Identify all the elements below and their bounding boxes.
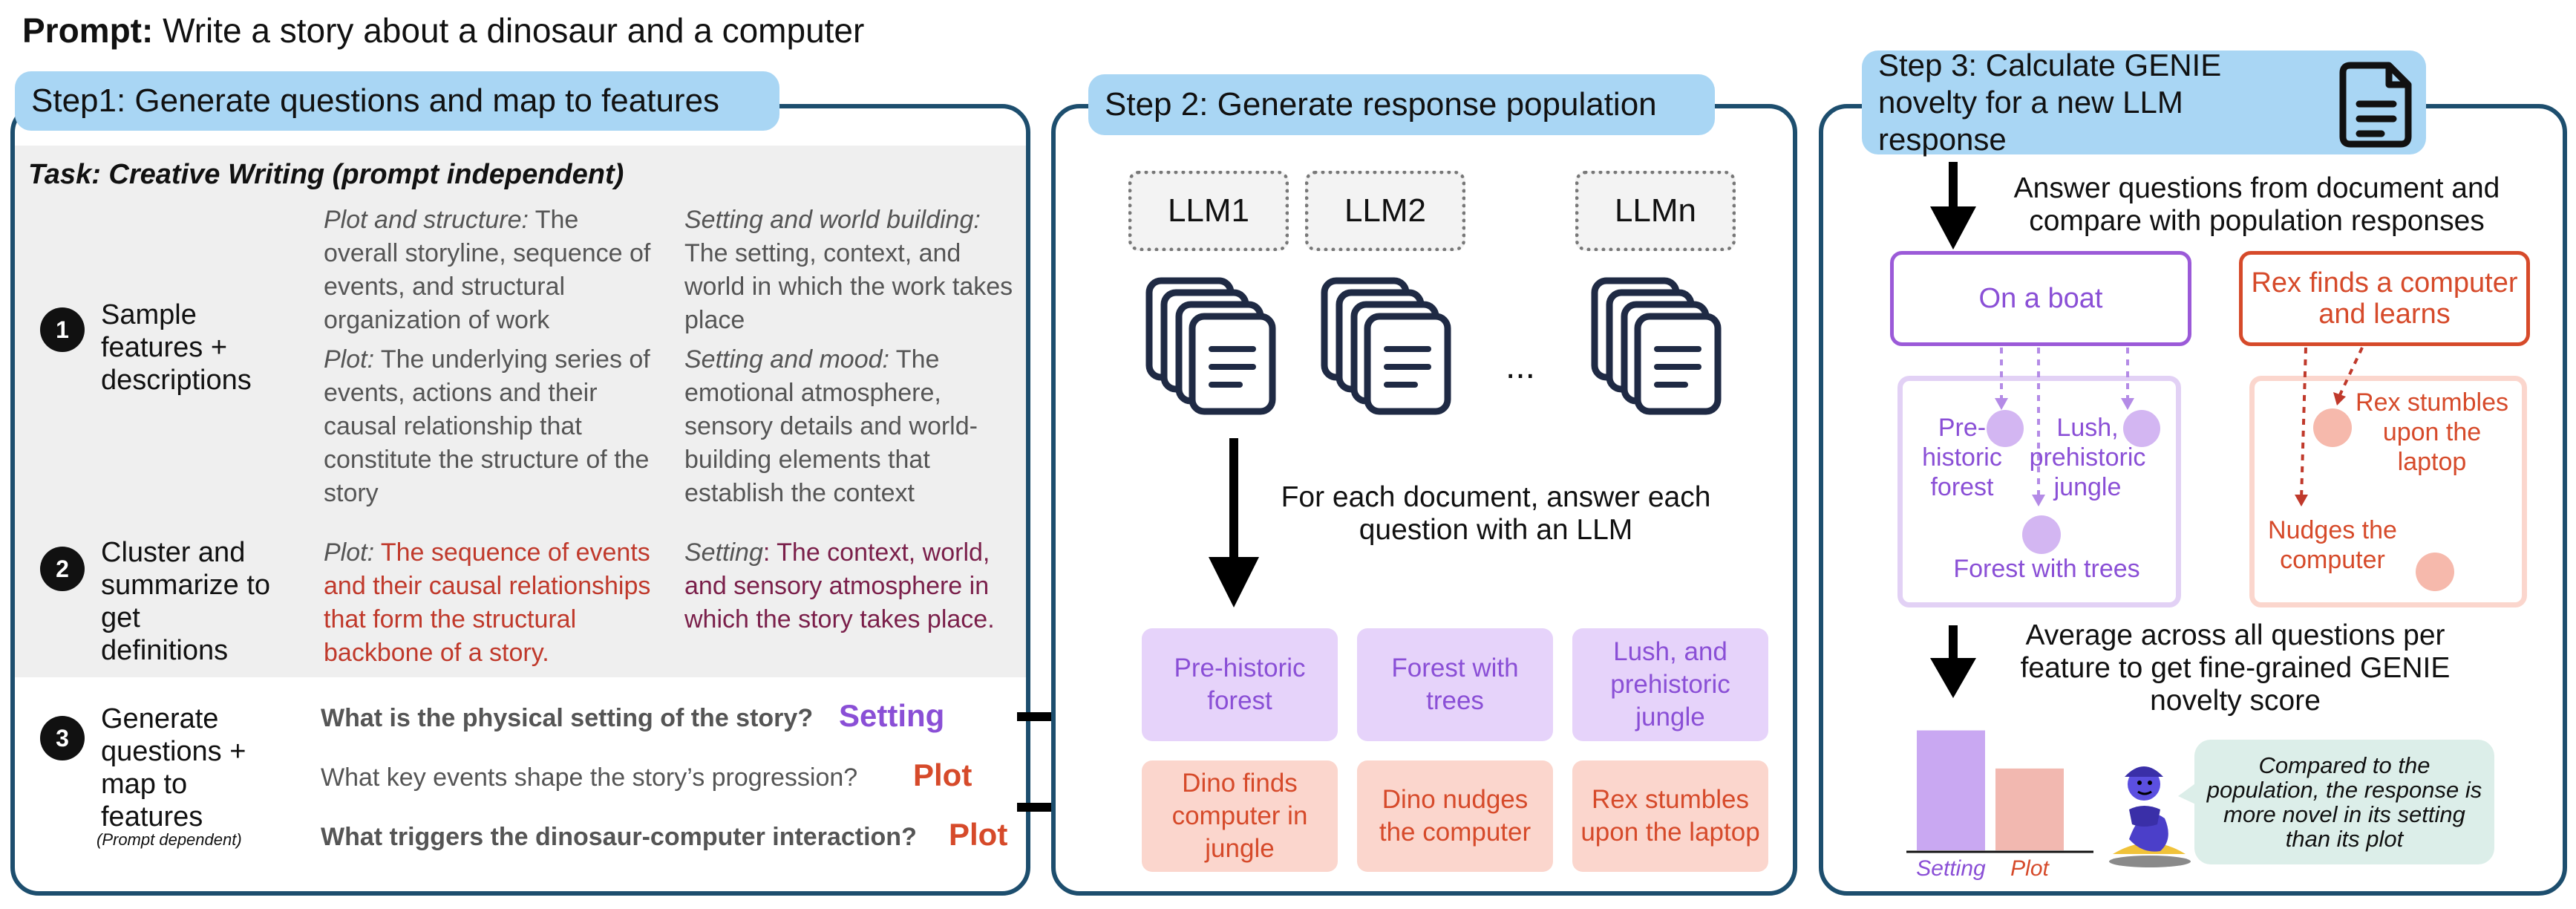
step1-sub3-name: Generate questions + map to features bbox=[101, 703, 246, 833]
title-prefix: Prompt: bbox=[22, 11, 154, 50]
task-label: Task: Creative Writing (prompt independe… bbox=[28, 159, 624, 190]
setting-response-text: On a boat bbox=[1978, 282, 2103, 314]
setting-cluster-item-1: Pre-historic forest bbox=[1922, 414, 2002, 501]
step1-number-1: 1 bbox=[40, 307, 85, 352]
bar-plot bbox=[1995, 768, 2064, 850]
page-title: Prompt: Write a story about a dinosaur a… bbox=[22, 10, 864, 50]
setting-answer-1: Pre-historic forest bbox=[1142, 628, 1338, 741]
question-1-tag: Setting bbox=[839, 698, 945, 733]
document-stack-icon bbox=[1321, 277, 1451, 415]
cluster-point bbox=[2123, 410, 2160, 447]
llm-box-n: LLMn bbox=[1575, 171, 1736, 251]
bar-setting bbox=[1917, 730, 1985, 850]
step2-instruction: For each document, answer each question … bbox=[1281, 481, 1711, 546]
plot-response-box: Rex finds a computer and learns bbox=[2239, 251, 2530, 346]
document-stack-icon bbox=[1591, 277, 1722, 415]
feature-setting-world: Setting and world building: The setting,… bbox=[684, 206, 1013, 334]
speech-bubble-tail bbox=[2178, 780, 2200, 807]
step1-label: Step1: Generate questions and map to fea… bbox=[15, 71, 779, 131]
arrow-down-icon bbox=[1930, 625, 1976, 698]
question-2-tag: Plot bbox=[913, 758, 972, 792]
setting-answer-3: Lush, and prehistoric jungle bbox=[1572, 628, 1768, 741]
document-stack-icon bbox=[1145, 277, 1276, 415]
llm-box-2: LLM2 bbox=[1305, 171, 1465, 251]
feature-plot-structure: Plot and structure: The overall storylin… bbox=[324, 206, 651, 334]
feature-setting-mood: Setting and mood: The emotional atmosphe… bbox=[684, 345, 978, 507]
setting-answer-2: Forest with trees bbox=[1357, 628, 1553, 741]
cluster-point bbox=[2313, 408, 2352, 447]
step1-sub2-name: Cluster and summarize to get definitions bbox=[101, 537, 271, 666]
speech-bubble: Compared to the population, the response… bbox=[2194, 740, 2494, 864]
step3-label-text: Step 3: Calculate GENIE novelty for a ne… bbox=[1878, 48, 2222, 157]
setting-cluster-item-3: Forest with trees bbox=[1953, 555, 2140, 583]
cluster-point bbox=[2022, 515, 2061, 554]
step1-gray-band bbox=[15, 146, 1026, 677]
plot-response-text: Rex finds a computer and learns bbox=[2251, 267, 2518, 330]
ellipsis: ... bbox=[1506, 347, 1536, 386]
feature-plot: Plot: The underlying series of events, a… bbox=[324, 345, 650, 507]
setting-response-box: On a boat bbox=[1890, 251, 2191, 346]
step1-sub3-note: (Prompt dependent) bbox=[97, 830, 242, 849]
llm-box-1: LLM1 bbox=[1128, 171, 1289, 251]
question-1: What is the physical setting of the stor… bbox=[321, 704, 814, 732]
title-text: Write a story about a dinosaur and a com… bbox=[163, 11, 865, 50]
plot-answer-2: Dino nudges the computer bbox=[1357, 760, 1553, 872]
setting-cluster-box bbox=[1897, 376, 2181, 607]
arrow-down-icon bbox=[1930, 162, 1976, 250]
genie-icon bbox=[2109, 766, 2191, 867]
plot-answer-1: Dino finds computer in jungle bbox=[1142, 760, 1338, 872]
arrow-down-icon bbox=[1209, 438, 1259, 607]
bar-label-setting: Setting bbox=[1916, 856, 1986, 881]
cluster-point bbox=[2416, 553, 2454, 591]
step2-label: Step 2: Generate response population bbox=[1088, 74, 1715, 135]
novelty-bar-chart: Setting Plot bbox=[1906, 730, 2093, 881]
step1-number-2: 2 bbox=[40, 547, 85, 591]
step1-sub1-name: Sample features + descriptions bbox=[101, 299, 252, 396]
step3-label: Step 3: Calculate GENIE novelty for a ne… bbox=[1862, 48, 2426, 157]
step3-answer-text: Answer questions from document and compa… bbox=[2013, 172, 2500, 237]
setting-cluster-item-2: Lush, prehistoric jungle bbox=[2029, 414, 2146, 501]
plot-cluster-box bbox=[2249, 376, 2527, 607]
document-icon bbox=[2339, 62, 2412, 148]
cluster-point bbox=[1987, 410, 2024, 447]
definition-setting: Setting: The context, world, and sensory… bbox=[684, 538, 995, 633]
question-3-tag: Plot bbox=[949, 817, 1008, 852]
connector-lines bbox=[1995, 347, 2364, 506]
plot-cluster-item-2: Nudges the computer bbox=[2268, 516, 2397, 574]
plot-answer-3: Rex stumbles upon the laptop bbox=[1572, 760, 1768, 872]
step1-number-3: 3 bbox=[40, 716, 85, 760]
question-3: What triggers the dinosaur-computer inte… bbox=[321, 823, 917, 851]
plot-cluster-item-1: Rex stumbles upon the laptop bbox=[2356, 388, 2508, 476]
question-2: What key events shape the story’s progre… bbox=[321, 763, 858, 792]
step3-average-text: Average across all questions per feature… bbox=[2020, 619, 2451, 717]
bar-label-plot: Plot bbox=[2010, 856, 2050, 881]
definition-plot: Plot: The sequence of events and their c… bbox=[324, 538, 651, 667]
